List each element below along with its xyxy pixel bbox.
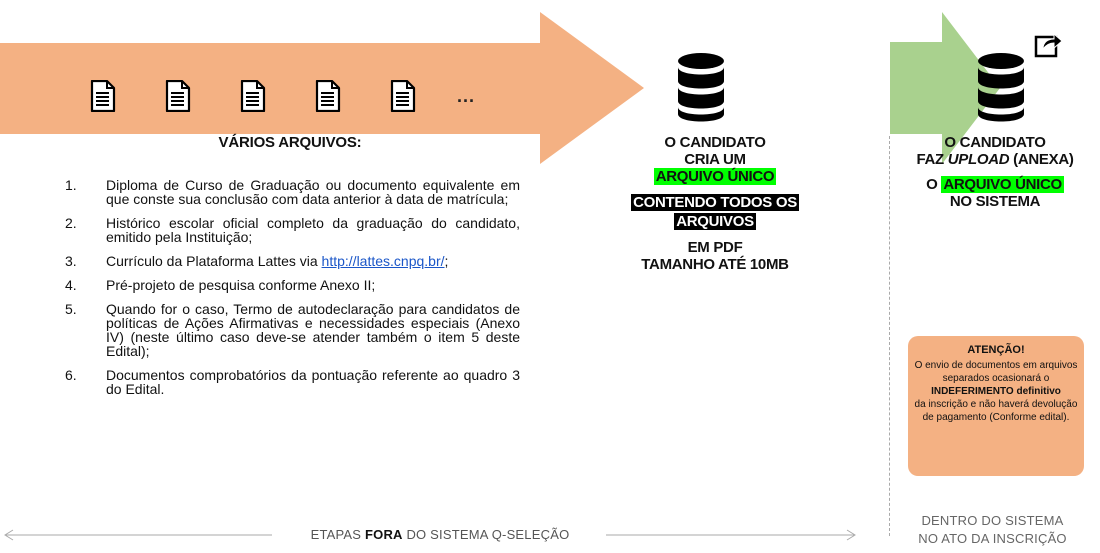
right-line-1: O CANDIDATO bbox=[944, 134, 1046, 151]
list-item-number: 5. bbox=[65, 301, 77, 317]
inside-label-line-1: DENTRO DO SISTEMA bbox=[921, 513, 1064, 528]
share-icon bbox=[1034, 32, 1063, 58]
center-line-1: O CANDIDATO bbox=[664, 134, 766, 151]
document-icon bbox=[315, 80, 341, 112]
center-line-2: CRIA UM bbox=[684, 151, 746, 168]
attention-title: ATENÇÃO! bbox=[967, 344, 1025, 356]
outside-label-prefix: ETAPAS bbox=[310, 527, 365, 542]
list-item-text: Histórico escolar oficial completo da gr… bbox=[106, 215, 520, 245]
size-limit-label: TAMANHO ATÉ 10MB bbox=[641, 256, 789, 273]
right-line-2-suffix: (ANEXA) bbox=[1009, 151, 1074, 168]
database-icon bbox=[978, 53, 1024, 122]
document-icon bbox=[240, 80, 266, 112]
attention-box: ATENÇÃO! O envio de documentos em arquiv… bbox=[908, 336, 1084, 476]
attention-text-1: O envio de documentos em arquivos separa… bbox=[914, 360, 1078, 384]
all-files-label-2: ARQUIVOS bbox=[674, 213, 756, 230]
required-documents-list: 1. Diploma de Curso de Graduação ou docu… bbox=[40, 178, 520, 406]
list-item: 1. Diploma de Curso de Graduação ou docu… bbox=[40, 178, 520, 206]
list-item-text: Currículo da Plataforma Lattes via http:… bbox=[106, 254, 520, 268]
attention-bold-text: INDEFERIMENTO definitivo bbox=[931, 386, 1061, 397]
list-item: 3. Currículo da Plataforma Lattes via ht… bbox=[40, 254, 520, 268]
outside-label-suffix: DO SISTEMA Q-SELEÇÃO bbox=[402, 527, 570, 542]
right-line-2: FAZ UPLOAD (ANEXA) bbox=[890, 151, 1100, 168]
list-item-text: Pré-projeto de pesquisa conforme Anexo I… bbox=[106, 277, 376, 293]
list-item-text: Diploma de Curso de Graduação ou documen… bbox=[106, 177, 520, 207]
list-item: 2. Histórico escolar oficial completo da… bbox=[40, 216, 520, 244]
more-documents-ellipsis: ... bbox=[457, 85, 476, 106]
upload-emphasis: UPLOAD bbox=[947, 151, 1010, 168]
multiple-files-heading: VÁRIOS ARQUIVOS: bbox=[218, 134, 362, 151]
list-item-number: 6. bbox=[65, 367, 77, 383]
right-line-4: NO SISTEMA bbox=[949, 193, 1041, 210]
single-file-step: O CANDIDATO CRIA UM ARQUIVO ÚNICO CONTEN… bbox=[610, 134, 820, 273]
list-item-text: Quando for o caso, Termo de autodeclaraç… bbox=[106, 301, 520, 359]
document-icons-row: ... bbox=[90, 76, 475, 116]
list-item: 4. Pré-projeto de pesquisa conforme Anex… bbox=[40, 278, 520, 292]
right-line-3-prefix: O bbox=[926, 176, 942, 193]
inside-label-line-2: NO ATO DA INSCRIÇÃO bbox=[918, 531, 1067, 546]
list-item-text: Documentos comprobatórios da pontuação r… bbox=[106, 367, 520, 397]
upload-step: O CANDIDATO FAZ UPLOAD (ANEXA) O ARQUIVO… bbox=[890, 134, 1100, 210]
list-item: 5. Quando for o caso, Termo de autodecla… bbox=[40, 302, 520, 358]
section-divider bbox=[889, 136, 890, 536]
outside-system-label: ETAPAS FORA DO SISTEMA Q-SELEÇÃO bbox=[270, 526, 610, 544]
green-arrow-shape bbox=[890, 12, 1000, 164]
outside-system-double-arrow bbox=[4, 529, 856, 541]
lattes-suffix: ; bbox=[444, 253, 449, 269]
single-file-highlight: ARQUIVO ÚNICO bbox=[653, 168, 777, 185]
document-icon bbox=[90, 80, 116, 112]
right-line-2-prefix: FAZ bbox=[916, 151, 948, 168]
inside-system-label: DENTRO DO SISTEMA NO ATO DA INSCRIÇÃO bbox=[895, 512, 1090, 548]
list-item-number: 1. bbox=[65, 177, 77, 193]
pdf-format-label: EM PDF bbox=[687, 239, 743, 256]
right-line-3: O ARQUIVO ÚNICO bbox=[890, 176, 1100, 193]
document-icon bbox=[390, 80, 416, 112]
single-file-highlight-right: ARQUIVO ÚNICO bbox=[941, 176, 1064, 193]
database-icon bbox=[678, 53, 724, 122]
list-item-number: 2. bbox=[65, 215, 77, 231]
outside-label-bold: FORA bbox=[365, 527, 403, 542]
list-item: 6. Documentos comprobatórios da pontuaçã… bbox=[40, 368, 520, 396]
list-item-number: 3. bbox=[65, 253, 77, 269]
attention-text-2: da inscrição e não haverá devolução de p… bbox=[914, 399, 1078, 423]
lattes-text: Currículo da Plataforma Lattes via bbox=[106, 253, 318, 269]
lattes-link[interactable]: http://lattes.cnpq.br/ bbox=[321, 253, 445, 269]
all-files-label-1: CONTENDO TODOS OS bbox=[631, 194, 799, 211]
document-icon bbox=[165, 80, 191, 112]
list-item-number: 4. bbox=[65, 277, 77, 293]
